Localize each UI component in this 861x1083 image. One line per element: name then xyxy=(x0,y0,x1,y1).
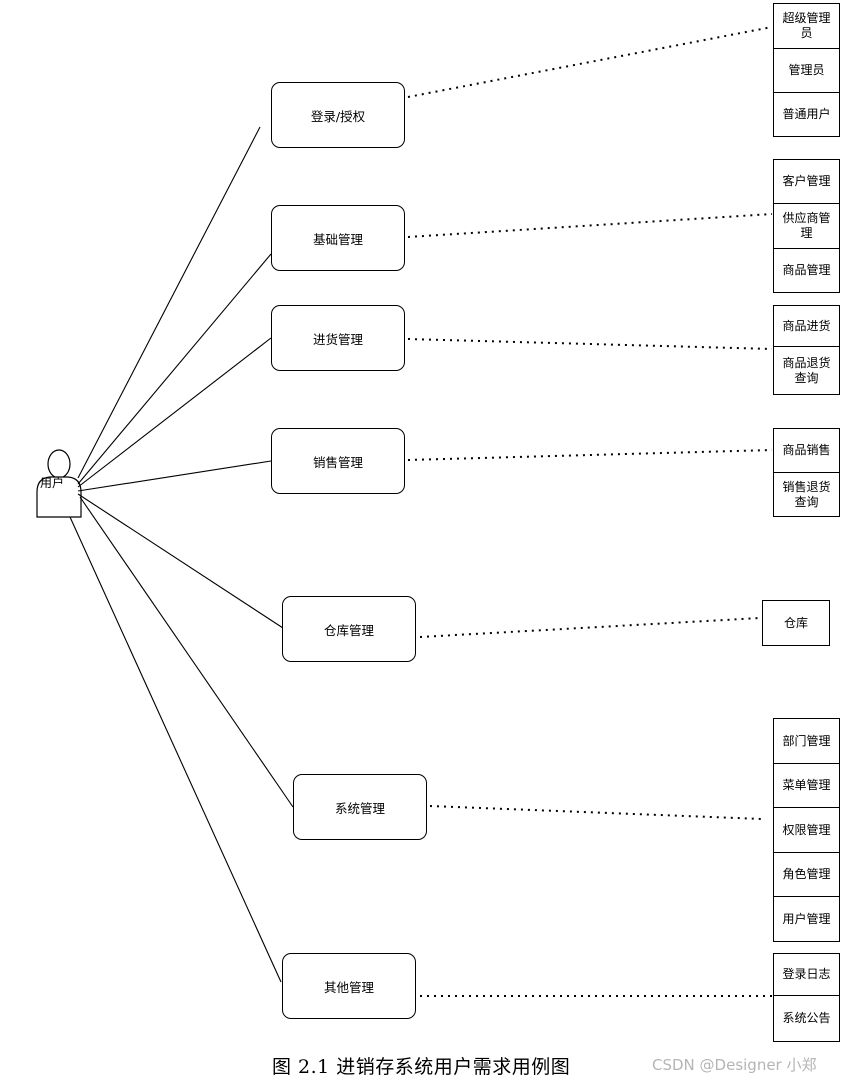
actor-label: 用户 xyxy=(40,476,65,490)
actor-figure xyxy=(36,449,82,518)
item-role-management: 角色管理 xyxy=(773,852,840,897)
include-line-warehouse xyxy=(419,617,761,638)
item-goods-sales: 商品销售 xyxy=(773,428,840,473)
item-user-management: 用户管理 xyxy=(773,896,840,942)
usecase-sales-management[interactable]: 销售管理 xyxy=(271,428,405,494)
role-admin: 管理员 xyxy=(773,48,840,93)
item-system-notice: 系统公告 xyxy=(773,995,840,1042)
association-line-purchase xyxy=(77,337,272,488)
item-goods-management: 商品管理 xyxy=(773,248,840,293)
usecase-other-management[interactable]: 其他管理 xyxy=(282,953,416,1019)
item-menu-management: 菜单管理 xyxy=(773,763,840,808)
usecase-login-auth[interactable]: 登录/授权 xyxy=(271,82,405,148)
usecase-purchase-management[interactable]: 进货管理 xyxy=(271,305,405,371)
watermark: CSDN @Designer 小郑 xyxy=(652,1056,817,1074)
item-customer-management: 客户管理 xyxy=(773,159,840,204)
role-super-admin: 超级管理员 xyxy=(773,3,840,49)
association-line-login xyxy=(77,126,261,479)
association-line-warehouse xyxy=(77,493,284,629)
item-goods-purchase: 商品进货 xyxy=(773,305,840,347)
usecase-system-management[interactable]: 系统管理 xyxy=(293,774,427,840)
association-line-basic xyxy=(77,253,272,485)
item-department-management: 部门管理 xyxy=(773,718,840,764)
usecase-basic-management[interactable]: 基础管理 xyxy=(271,205,405,271)
include-line-login xyxy=(407,26,773,98)
association-line-other xyxy=(69,516,282,983)
item-sales-return-query: 销售退货查询 xyxy=(773,472,840,517)
include-line-sales xyxy=(407,449,773,461)
item-permission-management: 权限管理 xyxy=(773,807,840,853)
item-goods-return-query: 商品退货查询 xyxy=(773,346,840,395)
item-warehouse: 仓库 xyxy=(762,600,830,646)
association-line-sales xyxy=(77,460,272,492)
actor-body xyxy=(36,476,82,518)
figure-caption: 图 2.1 进销存系统用户需求用例图 xyxy=(272,1056,571,1078)
role-normal-user: 普通用户 xyxy=(773,92,840,137)
include-line-purchase xyxy=(407,338,773,350)
association-line-system xyxy=(79,496,294,808)
usecase-warehouse-management[interactable]: 仓库管理 xyxy=(282,596,416,662)
include-line-basic xyxy=(407,213,773,238)
include-line-system xyxy=(429,805,763,820)
item-supplier-management: 供应商管理 xyxy=(773,203,840,249)
item-login-log: 登录日志 xyxy=(773,953,840,996)
